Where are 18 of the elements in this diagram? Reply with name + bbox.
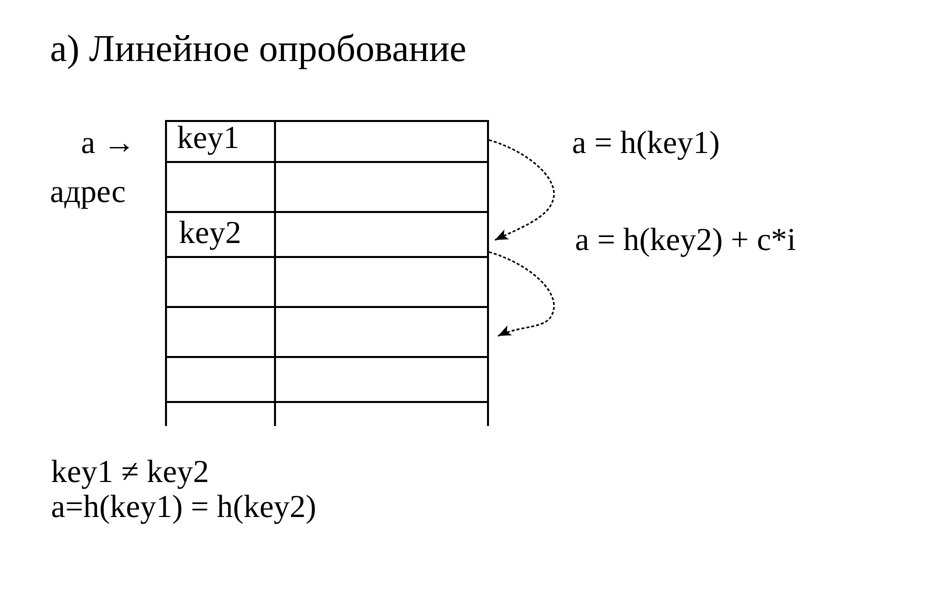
table-row bbox=[165, 306, 489, 356]
curved-arrow bbox=[488, 251, 555, 337]
table-row bbox=[165, 256, 489, 306]
table-row bbox=[165, 161, 489, 211]
table-row bbox=[165, 401, 489, 426]
table-row bbox=[165, 211, 489, 256]
curved-arrow bbox=[488, 139, 555, 241]
key-text: key1 bbox=[177, 121, 240, 153]
diagram-title: а) Линейное опробование bbox=[50, 30, 466, 68]
formula-label: a = h(key1) bbox=[572, 126, 720, 158]
formula-label: a = h(key2) + c*i bbox=[575, 223, 796, 255]
inequality-text: key1 ≠ key2 bbox=[51, 455, 209, 487]
table-row bbox=[165, 356, 489, 401]
pointer-label: a → bbox=[81, 126, 136, 158]
table-row bbox=[165, 120, 489, 161]
key-text: key2 bbox=[179, 216, 242, 248]
address-label: адрес bbox=[50, 175, 126, 207]
equation-text: a=h(key1) = h(key2) bbox=[51, 490, 316, 522]
